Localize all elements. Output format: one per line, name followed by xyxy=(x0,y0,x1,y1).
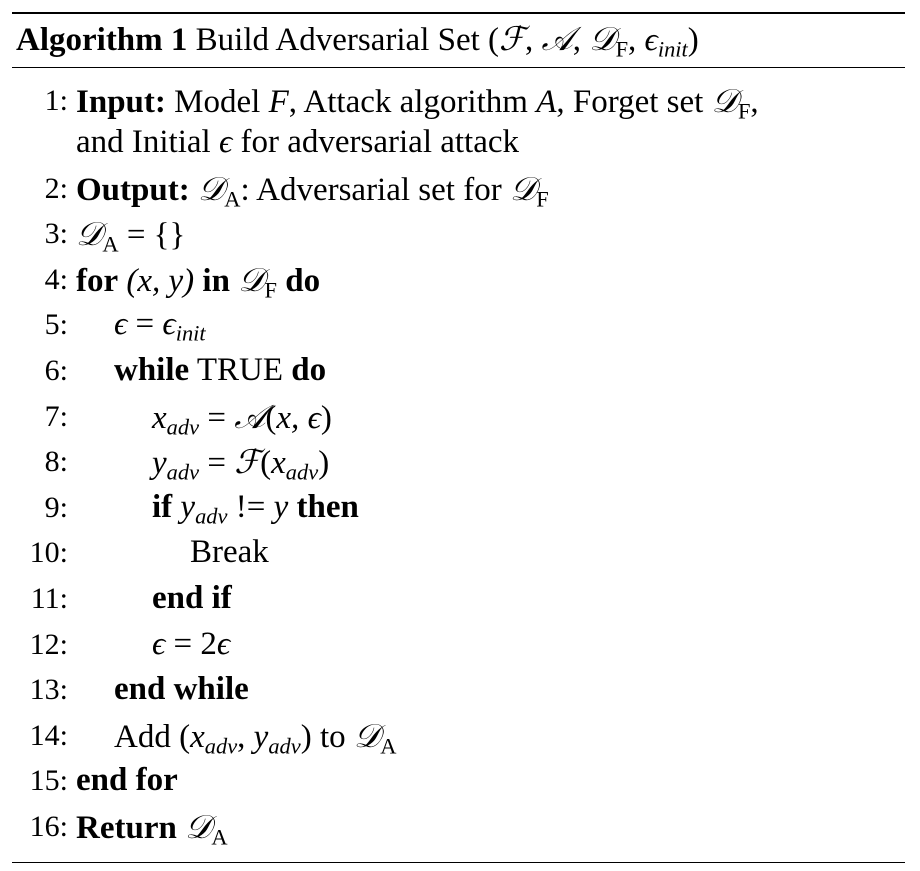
algo-line-12: 12: ϵ = 2ϵ xyxy=(12,622,905,668)
algorithm-caption: Algorithm 1 Build Adversarial Set (ℱ, 𝒜,… xyxy=(12,14,905,62)
line-number: 2: xyxy=(44,171,68,205)
algo-line-10: 10: Break xyxy=(12,530,905,576)
line-content: end if xyxy=(152,579,232,616)
algo-line-15: 15: end for xyxy=(12,758,905,804)
algo-line-7: 7: xadv = 𝒜(x, ϵ) xyxy=(12,394,905,440)
algo-line-16: 16: Return 𝒟A xyxy=(12,804,905,850)
algo-line-6: 6: while TRUE do xyxy=(12,348,905,394)
algo-line-11: 11: end if xyxy=(12,576,905,622)
caption-rule xyxy=(12,67,905,68)
line-number: 13: xyxy=(29,673,68,707)
line-number: 10: xyxy=(29,536,68,570)
line-number: 16: xyxy=(29,809,68,843)
line-number: 15: xyxy=(29,764,68,798)
line-content: while TRUE do xyxy=(114,351,327,388)
line-content: if yadv != y then xyxy=(152,488,359,529)
line-content: Return 𝒟A xyxy=(76,806,228,850)
line-content: ϵ = ϵinit xyxy=(114,306,206,346)
line-number: 11: xyxy=(30,581,68,615)
algo-line-14: 14: Add (xadv, yadv) to 𝒟A xyxy=(12,713,905,759)
line-content: Break xyxy=(190,534,269,571)
algo-line-1-continued: and Initial ϵ for adversarial attack xyxy=(12,124,905,166)
line-content: and Initial ϵ for adversarial attack xyxy=(76,123,520,160)
line-number: 4: xyxy=(44,262,68,296)
line-number: 6: xyxy=(44,353,68,387)
line-number: 5: xyxy=(44,308,68,342)
line-content: for (x, y) in 𝒟F do xyxy=(76,259,321,303)
line-number: 7: xyxy=(44,399,68,433)
algo-line-3: 3: 𝒟A = {} xyxy=(12,211,905,257)
bottom-rule xyxy=(12,861,905,863)
algorithm-block: Algorithm 1 Build Adversarial Set (ℱ, 𝒜,… xyxy=(12,12,905,863)
line-number: 8: xyxy=(44,445,68,479)
line-content: Output: 𝒟A: Adversarial set for 𝒟F xyxy=(76,168,549,211)
algo-line-4: 4: for (x, y) in 𝒟F do xyxy=(12,257,905,303)
algo-line-8: 8: yadv = ℱ(xadv) xyxy=(12,439,905,485)
line-number: 12: xyxy=(29,627,68,661)
line-content: end while xyxy=(114,671,249,708)
line-number: 3: xyxy=(44,217,68,251)
line-content: xadv = 𝒜(x, ϵ) xyxy=(152,396,332,439)
algorithm-label: Algorithm 1 xyxy=(16,22,188,58)
line-content: ϵ = 2ϵ xyxy=(152,625,231,662)
algo-line-5: 5: ϵ = ϵinit xyxy=(12,302,905,348)
line-content: Add (xadv, yadv) to 𝒟A xyxy=(114,715,397,758)
algo-line-13: 13: end while xyxy=(12,667,905,713)
line-number: 1: xyxy=(44,84,68,117)
algo-line-2: 2: Output: 𝒟A: Adversarial set for 𝒟F xyxy=(12,166,905,212)
algo-line-9: 9: if yadv != y then xyxy=(12,485,905,531)
line-number: 9: xyxy=(44,490,68,524)
caption-args: (ℱ, 𝒜, 𝒟F, ϵinit) xyxy=(488,19,699,62)
line-content: 𝒟A = {} xyxy=(76,214,186,257)
line-content: Input: Model F, Attack algorithm A, Forg… xyxy=(76,81,759,124)
line-content: yadv = ℱ(xadv) xyxy=(152,442,330,485)
top-rule xyxy=(12,12,905,14)
line-number: 14: xyxy=(29,718,68,752)
algorithm-lines: 1: Input: Model F, Attack algorithm A, F… xyxy=(12,68,905,850)
algo-line-1: 1: Input: Model F, Attack algorithm A, F… xyxy=(12,78,905,124)
line-content: end for xyxy=(76,762,178,799)
algorithm-title: Build Adversarial Set xyxy=(195,22,480,58)
